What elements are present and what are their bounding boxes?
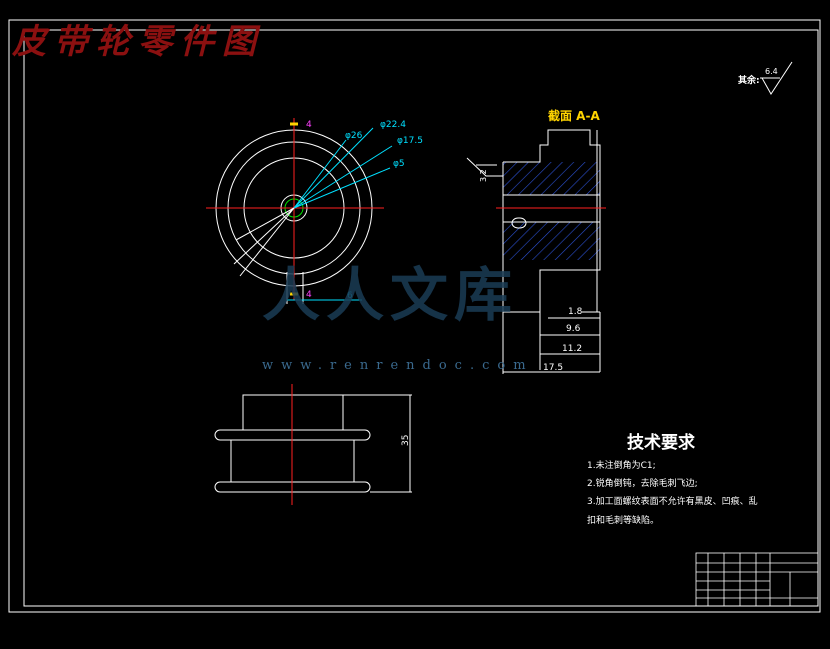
tech-item-3: 3.加工面螺纹表面不允许有黑皮、凹痕、乱 — [587, 497, 758, 507]
keyway-bottom-label: 4 — [306, 290, 312, 300]
section-side-value: 3.2 — [479, 169, 488, 182]
side-height-dim: 35 — [401, 435, 411, 446]
inner-frame — [23, 29, 819, 607]
section-label: 截面 A-A — [548, 108, 600, 123]
front-dim-2: φ22.4 — [380, 120, 406, 130]
section-dim-1: 1.8 — [568, 307, 583, 317]
keyway-top-label: 4 — [306, 120, 312, 130]
watermark: 人人文库 — [262, 261, 519, 329]
tech-item-4: 扣和毛刺等缺陷。 — [587, 516, 660, 526]
drawing-title: 皮带轮零件图 — [12, 22, 264, 62]
tech-item-1: 1.未注倒角为C1; — [587, 461, 656, 471]
tech-item-2: 2.锐角倒钝，去除毛刺飞边; — [587, 479, 698, 489]
section-dim-4: 17.5 — [543, 363, 563, 373]
section-dim-2: 9.6 — [566, 324, 581, 334]
tech-requirements-title: 技术要求 — [627, 433, 695, 453]
roughness-value: 6.4 — [765, 67, 778, 76]
front-dim-4: φ5 — [393, 159, 405, 169]
front-dim-3: φ17.5 — [397, 136, 423, 146]
section-view — [466, 129, 606, 374]
roughness-label: 其余: — [738, 76, 760, 86]
section-dim-3: 11.2 — [562, 344, 582, 354]
front-bottom-dim: 6 — [347, 291, 353, 301]
front-dim-1: φ26 — [345, 131, 363, 141]
side-view — [214, 384, 412, 505]
watermark-url: www.renrendoc.com — [262, 358, 534, 373]
roughness-symbol — [760, 61, 793, 95]
outer-frame — [8, 19, 821, 613]
front-view — [206, 118, 393, 304]
title-block — [695, 552, 819, 607]
